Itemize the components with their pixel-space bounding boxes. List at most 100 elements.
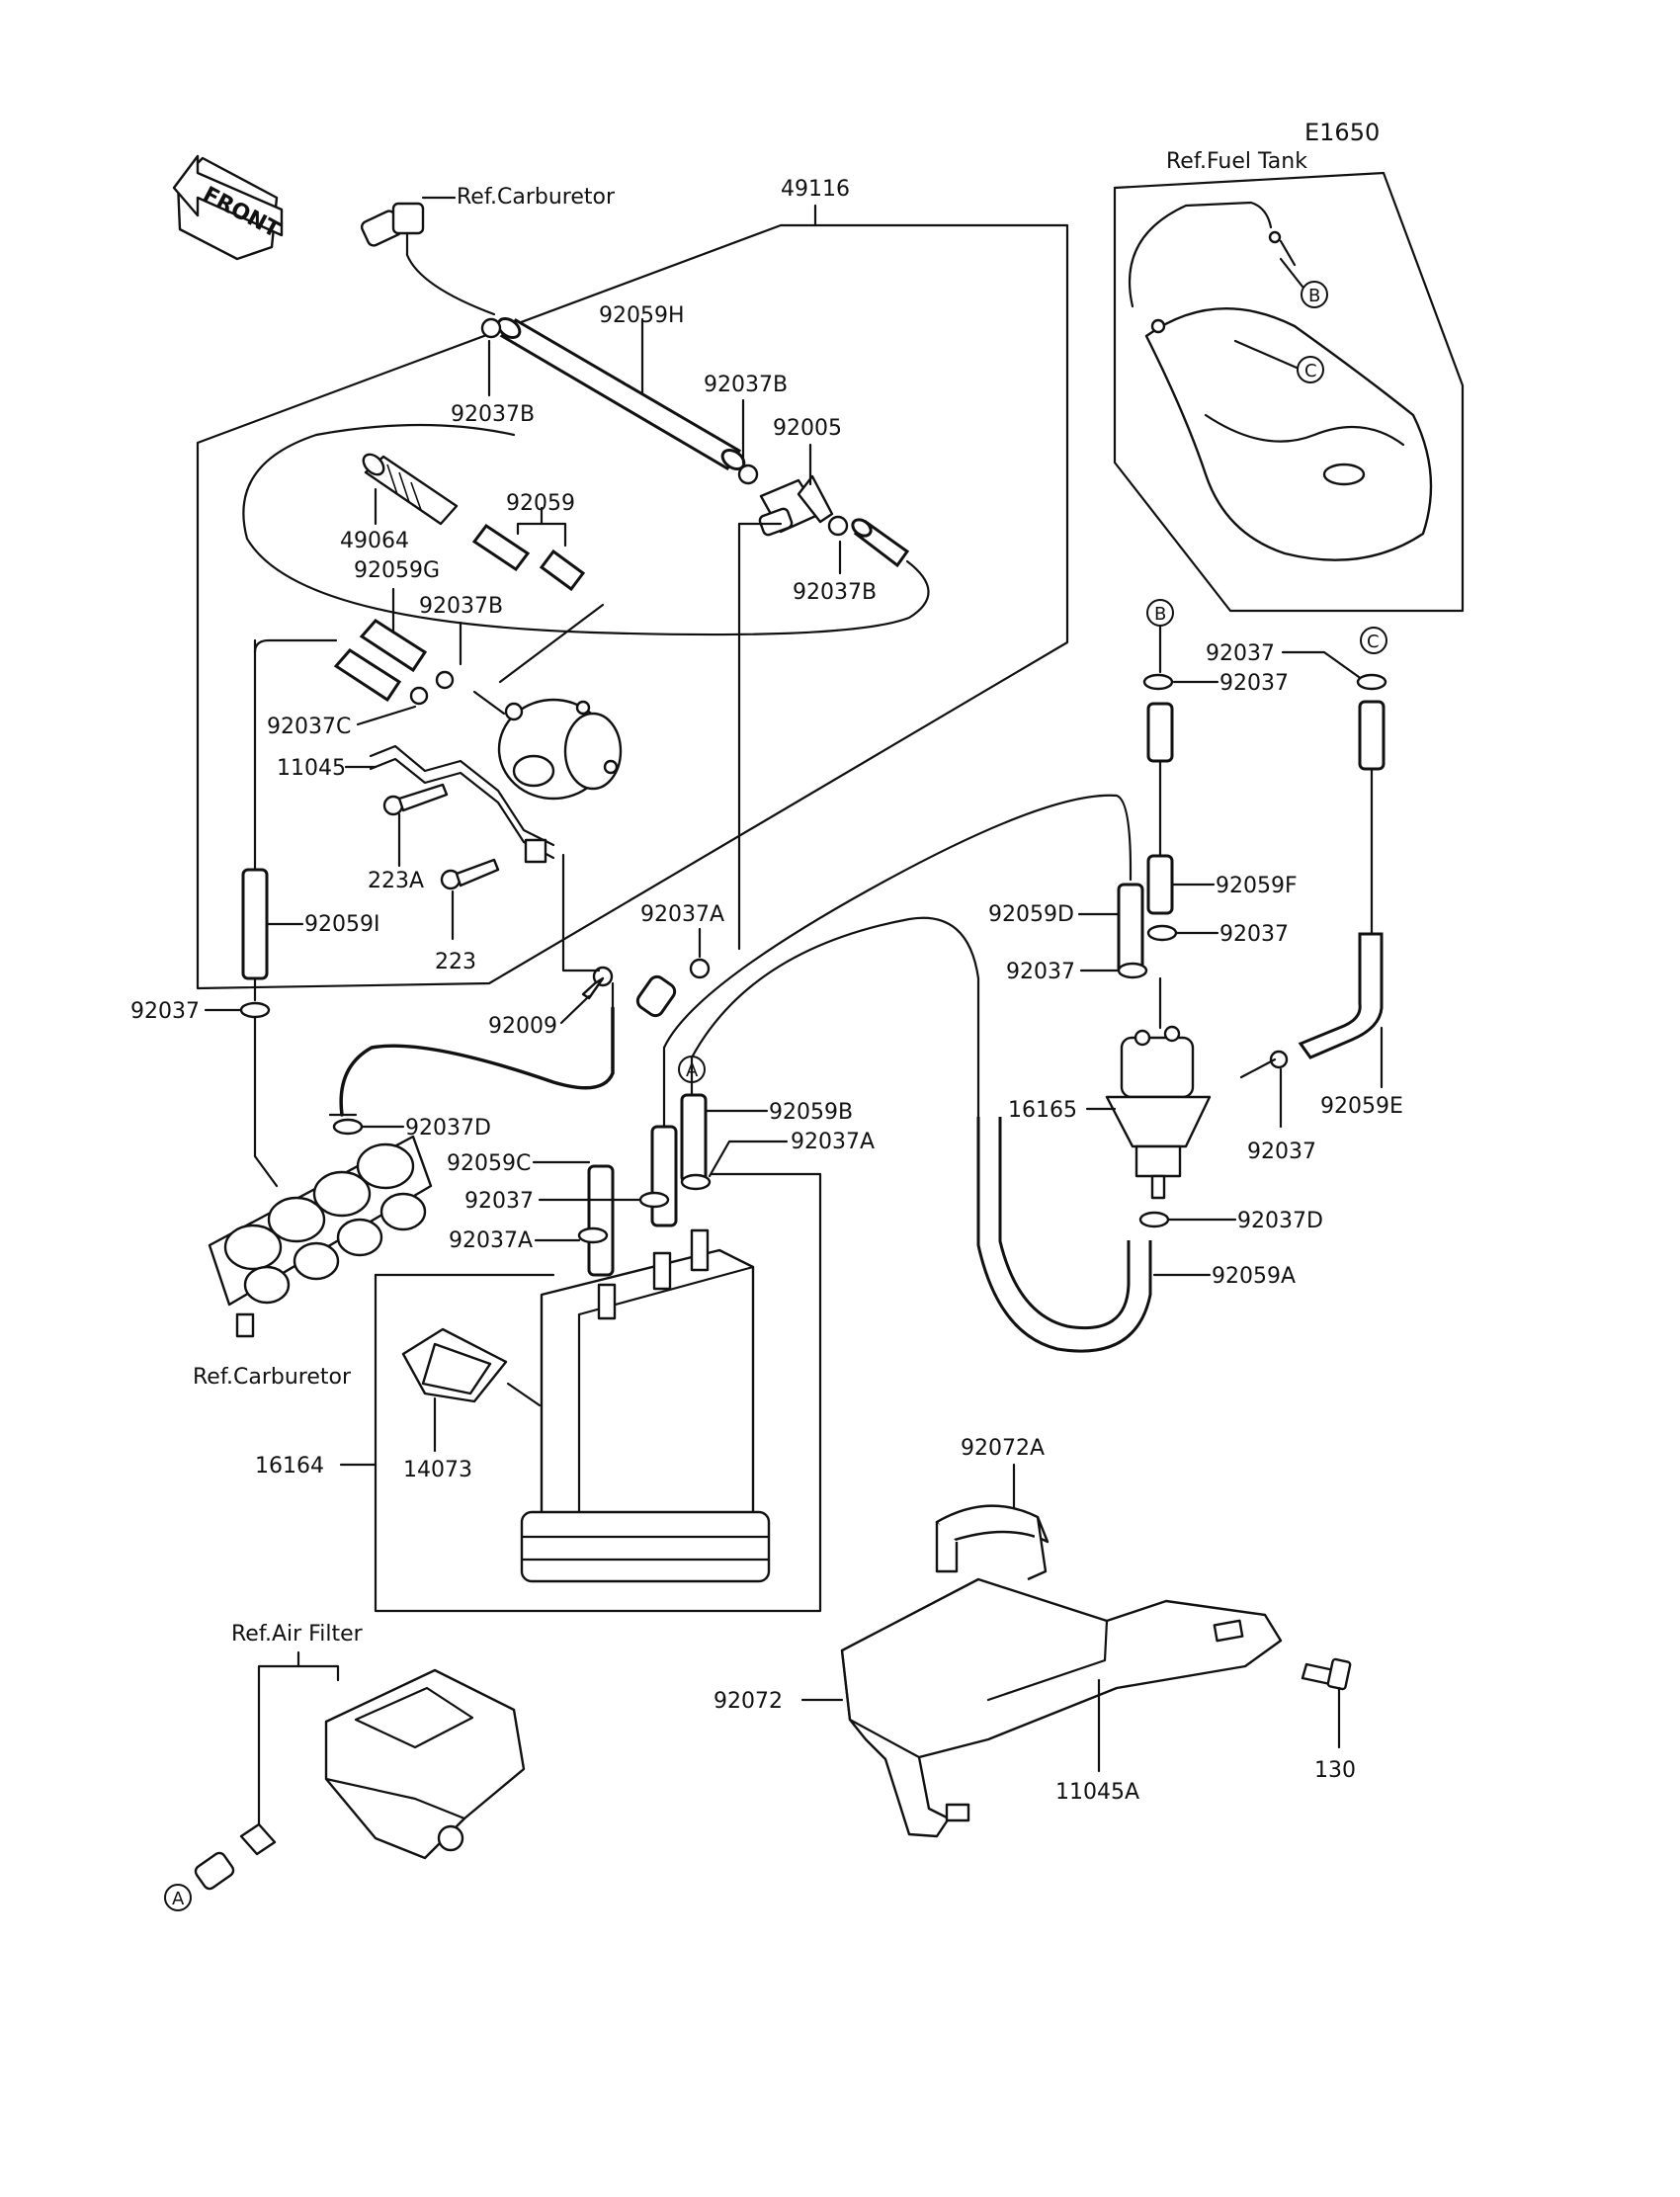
- part-11045: 11045: [277, 756, 346, 781]
- clamp-92037-b2: [1142, 673, 1174, 691]
- clamp-92037-left: [239, 1001, 271, 1019]
- part-92037B-right: 92037B: [793, 580, 877, 605]
- part-92059D: 92059D: [988, 902, 1074, 927]
- clamp-92037-f1: [1146, 924, 1178, 942]
- front-arrow-icon: FRONT: [172, 154, 284, 261]
- ref-air-filter: Ref.Air Filter: [231, 1622, 364, 1647]
- clamp-92037A-can: [680, 1173, 712, 1191]
- part-92059C: 92059C: [447, 1151, 531, 1176]
- part-92059B: 92059B: [769, 1100, 853, 1125]
- clamp-92037-can: [638, 1191, 670, 1209]
- part-92037B-left: 92037B: [419, 594, 503, 619]
- part-49064: 49064: [340, 529, 409, 553]
- clamp-92037B-left: [435, 670, 455, 690]
- clamp-92037B-mid: [737, 464, 759, 485]
- part-92037A-top: 92037A: [640, 902, 724, 927]
- connector-air-filter: [194, 1822, 277, 1891]
- part-92037B-top: 92037B: [451, 402, 535, 427]
- part-92037-f2: 92037: [1006, 960, 1075, 984]
- part-92072: 92072: [714, 1689, 783, 1714]
- carburetor-bank: [208, 1135, 433, 1338]
- cap-14073: [401, 1327, 508, 1403]
- hose-short-b: [1146, 702, 1174, 763]
- part-92059: 92059: [506, 491, 575, 516]
- carburetor-fitting-top: [360, 196, 496, 316]
- clamp-92037D-filter: [1138, 1211, 1170, 1228]
- hose-92059B: [680, 1093, 708, 1184]
- diagram-code: E1650: [1304, 119, 1380, 146]
- air-filter-housing: [324, 1668, 526, 1860]
- fuel-tank-frame: [1113, 171, 1465, 613]
- hose-92059E: [1298, 932, 1384, 1059]
- clamp-92037-f2: [1117, 962, 1148, 979]
- clamp-92037B-right: [827, 515, 849, 537]
- part-92037-b2: 92037: [1219, 671, 1289, 696]
- part-16164: 16164: [255, 1454, 324, 1479]
- part-16165: 16165: [1008, 1098, 1077, 1123]
- part-92005: 92005: [773, 416, 842, 441]
- ref-fuel-tank: Ref.Fuel Tank: [1166, 149, 1307, 174]
- fuel-tank: [1128, 201, 1433, 561]
- hose-92059F: [1146, 854, 1174, 915]
- carb-vent-hose: [339, 1006, 615, 1117]
- part-92037-f1: 92037: [1219, 922, 1289, 947]
- part-92009: 92009: [488, 1014, 557, 1039]
- part-92059F: 92059F: [1216, 874, 1298, 898]
- clamp-92037A-can2: [577, 1226, 609, 1244]
- connector-49064: [362, 453, 459, 526]
- part-92037B-mid: 92037B: [704, 373, 788, 397]
- hose-92059D: [1117, 883, 1144, 975]
- part-92059H: 92059H: [599, 303, 685, 328]
- control-valve: [472, 603, 623, 801]
- hose-92059C: [587, 1164, 615, 1277]
- bracket-11045: [369, 744, 555, 864]
- part-92037D-carb: 92037D: [405, 1116, 491, 1141]
- bolt-223A: [382, 783, 449, 816]
- hose-short-right: [851, 518, 910, 568]
- part-92037-can: 92037: [464, 1189, 534, 1214]
- hose-route-upper: [662, 794, 1133, 1129]
- part-92072A: 92072A: [961, 1436, 1045, 1461]
- hose-mid-canister: [650, 1125, 678, 1227]
- ref-carburetor-top: Ref.Carburetor: [457, 185, 616, 210]
- part-49116: 49116: [781, 177, 850, 202]
- bolt-223: [440, 858, 500, 890]
- part-92059I: 92059I: [304, 912, 379, 937]
- part-92059E: 92059E: [1320, 1094, 1403, 1119]
- callout-a-filter: A: [172, 1889, 185, 1909]
- separator-16165: [1105, 1025, 1212, 1200]
- charcoal-canister-16164: [520, 1228, 771, 1583]
- clamp-92037B-top: [480, 317, 502, 339]
- bolt-130: [1301, 1657, 1352, 1691]
- ref-carburetor-bottom: Ref.Carburetor: [193, 1365, 352, 1390]
- canister-frame: [374, 1172, 822, 1613]
- part-92037-b1: 92037: [1206, 641, 1275, 666]
- part-92037-left: 92037: [130, 999, 200, 1024]
- callout-c-right: C: [1367, 632, 1380, 652]
- clamp-92037D-carb: [332, 1118, 364, 1136]
- part-92059G: 92059G: [354, 558, 440, 583]
- hose-loop: [242, 423, 930, 636]
- part-92037-e: 92037: [1247, 1140, 1316, 1164]
- callout-c-tank: C: [1304, 361, 1317, 381]
- hose-route-lower: [690, 916, 980, 1119]
- screw-92009: [581, 966, 614, 1000]
- clamp-92037-e: [1269, 1050, 1289, 1069]
- tee-joint-92005: [737, 474, 834, 951]
- part-223A: 223A: [368, 869, 424, 893]
- part-92059A: 92059A: [1212, 1264, 1296, 1289]
- clamp-92037C: [409, 686, 429, 706]
- hose-92059G: [333, 619, 428, 703]
- part-92037A-can: 92037A: [791, 1130, 875, 1154]
- part-92037A-can2: 92037A: [449, 1228, 533, 1253]
- part-130: 130: [1314, 1758, 1356, 1783]
- hose-pair-92059: [471, 523, 586, 592]
- clamp-92037A-top: [689, 958, 711, 979]
- part-92037C: 92037C: [267, 715, 351, 739]
- callout-b-right: B: [1154, 604, 1166, 625]
- hose-92059I: [241, 868, 269, 980]
- bracket-92072-11045A: [840, 1577, 1283, 1838]
- hose-end-92037A: [635, 974, 677, 1018]
- clamp-92037-b1: [1356, 673, 1387, 691]
